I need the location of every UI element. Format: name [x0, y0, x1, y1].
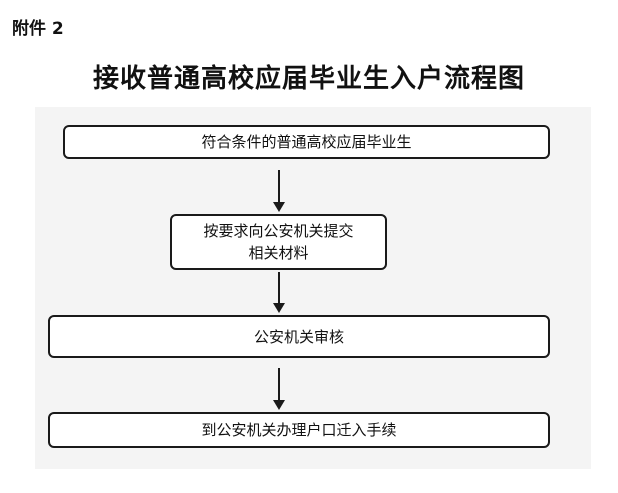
flowchart-panel — [35, 107, 591, 469]
step-2-text-line-2: 相关材料 — [248, 244, 309, 262]
step-1-text: 符合条件的普通高校应届毕业生 — [201, 133, 412, 151]
arrow-down-3 — [273, 368, 285, 410]
arrow-2-head — [273, 303, 285, 313]
step-4-text: 到公安机关办理户口迁入手续 — [201, 421, 397, 439]
annex-label: 附件 2 — [12, 19, 64, 39]
step-3-text: 公安机关审核 — [253, 327, 344, 346]
arrow-down-1 — [273, 170, 285, 212]
step-police-review: 公安机关审核 — [48, 315, 550, 358]
step-household-transfer: 到公安机关办理户口迁入手续 — [48, 412, 550, 448]
step-2-text-line-1: 按要求向公安机关提交 — [203, 222, 354, 240]
arrow-1-shaft — [278, 170, 280, 203]
arrow-3-head — [273, 400, 285, 410]
page-title: 接收普通高校应届毕业生入户流程图 — [92, 64, 525, 94]
arrow-1-head — [273, 202, 285, 212]
step-eligible-graduates: 符合条件的普通高校应届毕业生 — [63, 125, 550, 159]
step-submit-materials: 按要求向公安机关提交 相关材料 — [170, 214, 387, 270]
arrow-2-shaft — [278, 272, 280, 304]
arrow-3-shaft — [278, 368, 280, 401]
arrow-down-2 — [273, 272, 285, 313]
